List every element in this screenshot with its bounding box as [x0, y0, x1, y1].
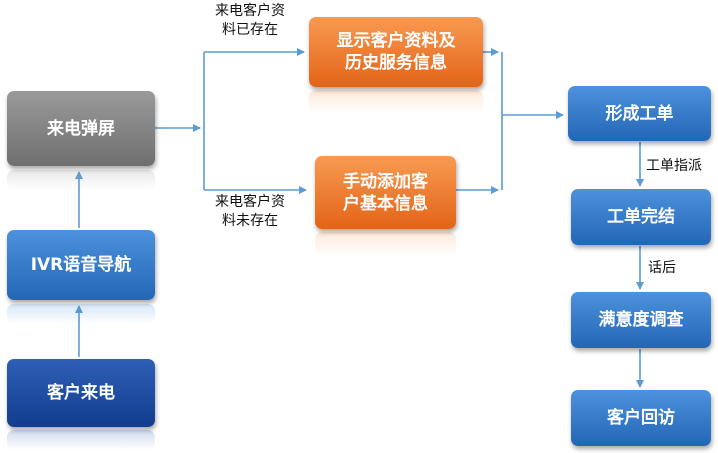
edge-label-after-call: 话后: [648, 260, 676, 276]
add-info-label-line1: 手动添加客: [343, 171, 428, 192]
show-info-label-line2: 历史服务信息: [345, 53, 447, 73]
popup-reflection: [7, 170, 155, 190]
ticket-done-label: 工单完结: [607, 207, 675, 227]
edge-label-not-exists-line1: 来电客户资: [215, 194, 285, 210]
add-info-reflection: [315, 232, 456, 256]
ivr-node: IVR语音导航: [7, 230, 155, 300]
edge-label-not-exists: 来电客户资 料未存在: [204, 193, 296, 231]
show-info-reflection: [309, 90, 483, 114]
edge-label-exists: 来电客户资 料已存在: [204, 2, 296, 40]
create-ticket-label: 形成工单: [605, 103, 674, 124]
revisit-label: 客户回访: [607, 408, 675, 428]
call-reflection: [7, 430, 155, 450]
show-info-node: 显示客户资料及 历史服务信息: [309, 17, 483, 87]
popup-node: 来电弹屏: [7, 91, 155, 166]
incoming-call-label: 客户来电: [47, 383, 115, 403]
edge-label-not-exists-line2: 料未存在: [222, 213, 278, 229]
edge-label-dispatch: 工单指派: [646, 158, 702, 174]
incoming-call-node: 客户来电: [7, 359, 155, 427]
add-info-label-line2: 户基本信息: [343, 193, 428, 214]
survey-node: 满意度调查: [571, 292, 711, 348]
ivr-label: IVR语音导航: [30, 255, 132, 275]
ticket-done-node: 工单完结: [571, 189, 711, 245]
popup-label: 来电弹屏: [47, 118, 115, 139]
ivr-reflection: [7, 304, 155, 324]
revisit-node: 客户回访: [571, 390, 711, 446]
show-info-label-line1: 显示客户资料及: [336, 31, 456, 51]
edge-label-exists-line1: 来电客户资: [215, 3, 285, 19]
create-ticket-node: 形成工单: [568, 86, 711, 141]
edge-label-exists-line2: 料已存在: [222, 22, 278, 38]
survey-label: 满意度调查: [598, 310, 684, 330]
add-info-node: 手动添加客 户基本信息: [315, 156, 456, 229]
